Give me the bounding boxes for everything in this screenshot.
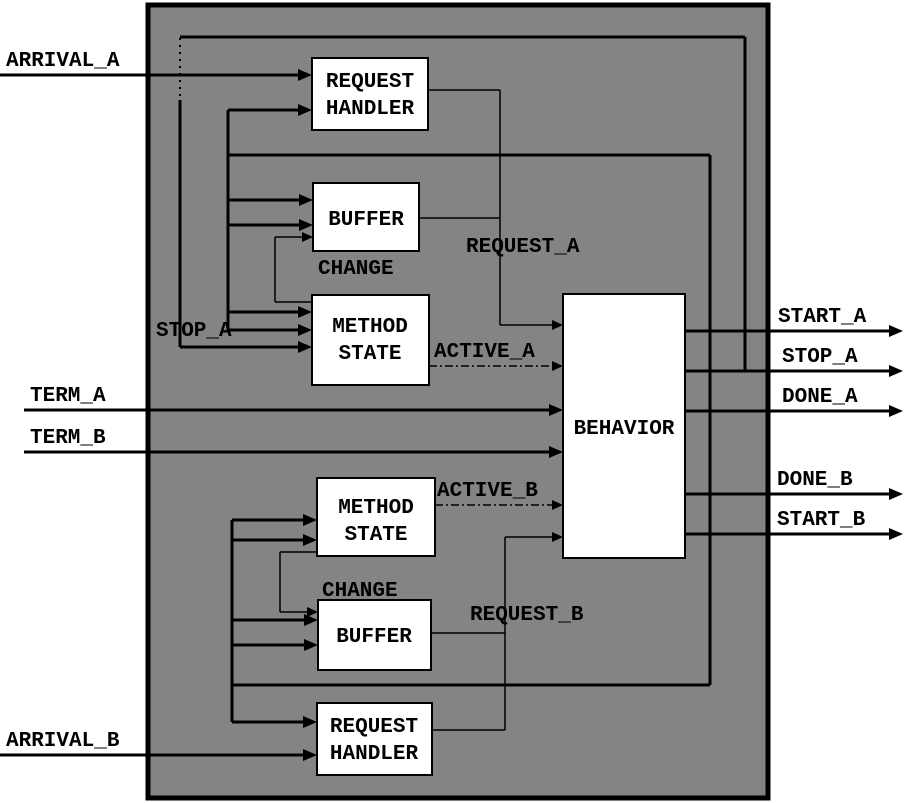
behavior-label: BEHAVIOR [574, 418, 675, 441]
arrowhead [552, 532, 563, 542]
arrowhead [889, 488, 903, 500]
method-state-a-label: STATE [338, 343, 401, 366]
blocks: REQUEST HANDLER BUFFER METHOD STATE BEHA… [311, 57, 686, 776]
active-a-signal [429, 361, 563, 371]
request-handler-b-label: HANDLER [330, 743, 419, 766]
arrowhead [889, 325, 903, 337]
arrowhead [303, 716, 317, 728]
arrowhead [298, 341, 312, 353]
arrowhead [549, 446, 563, 458]
stop-a-signal-label: STOP_A [156, 320, 232, 343]
arrowhead [303, 749, 317, 761]
arrowhead [302, 232, 313, 242]
arrowhead [299, 219, 313, 231]
arrowhead [307, 607, 318, 617]
arrival-a-input-label: ARRIVAL_A [6, 50, 120, 73]
method-state-a-block [311, 294, 430, 386]
arrowhead [552, 320, 563, 330]
request-b-signal [431, 532, 563, 731]
arrowhead [303, 534, 317, 546]
output-labels: START_A STOP_A DONE_A DONE_B START_B [777, 306, 867, 532]
done-a-output-label: DONE_A [782, 386, 858, 409]
change-a-signal [274, 232, 313, 303]
arrowhead [304, 614, 318, 626]
internal-broadcast-loop [228, 153, 712, 687]
output-lines [685, 325, 903, 540]
method-state-b-block [316, 477, 436, 557]
arrowhead [298, 104, 312, 116]
arrowhead [303, 514, 317, 526]
request-a-signal [419, 89, 563, 330]
request-a-signal-label: REQUEST_A [466, 236, 580, 259]
request-handler-a-block [311, 57, 429, 131]
arrowhead [889, 365, 903, 377]
arrowhead [298, 324, 312, 336]
input-lines [0, 69, 563, 761]
arrowhead [889, 528, 903, 540]
method-state-b-label: METHOD [338, 497, 414, 520]
start-a-output-label: START_A [778, 306, 867, 329]
start-b-output-label: START_B [777, 509, 866, 532]
request-handler-a-label: HANDLER [326, 98, 415, 121]
done-b-output-label: DONE_B [777, 469, 853, 492]
arrowhead [304, 639, 318, 651]
term-b-input-label: TERM_B [30, 427, 106, 450]
method-state-b-label: STATE [344, 524, 407, 547]
request-handler-b-block [316, 702, 433, 776]
request-b-signal-label: REQUEST_B [470, 604, 584, 627]
buffer-a-block [312, 182, 420, 252]
request-handler-b-label: REQUEST [330, 716, 418, 739]
term-a-input-label: TERM_A [30, 385, 106, 408]
buffer-b-label: BUFFER [336, 626, 412, 649]
bus-a [226, 104, 313, 336]
request-handler-a-label: REQUEST [326, 71, 414, 94]
arrowhead [889, 405, 903, 417]
active-b-signal [435, 500, 563, 510]
change-b-signal-label: CHANGE [322, 580, 398, 603]
input-labels: ARRIVAL_A TERM_A TERM_B ARRIVAL_B [6, 50, 120, 753]
method-state-a-label: METHOD [332, 316, 408, 339]
feedback-loop-stop-a [178, 35, 747, 371]
arrowhead [549, 404, 563, 416]
bus-b [230, 514, 318, 728]
arrival-b-input-label: ARRIVAL_B [6, 730, 120, 753]
arrowhead [552, 500, 563, 510]
arrowhead [552, 361, 563, 371]
buffer-a-label: BUFFER [328, 209, 404, 232]
arrowhead [299, 194, 313, 206]
stop-a-output-label: STOP_A [782, 346, 858, 369]
behavior-block [562, 293, 686, 559]
arrowhead [298, 69, 312, 81]
active-a-signal-label: ACTIVE_A [434, 341, 535, 364]
buffer-b-block [317, 599, 432, 671]
change-b-signal [279, 551, 318, 617]
change-a-signal-label: CHANGE [318, 258, 394, 281]
internal-labels: REQUEST_A CHANGE STOP_A ACTIVE_A ACTIVE_… [156, 236, 584, 627]
arrowhead [298, 306, 312, 318]
active-b-signal-label: ACTIVE_B [437, 480, 538, 503]
